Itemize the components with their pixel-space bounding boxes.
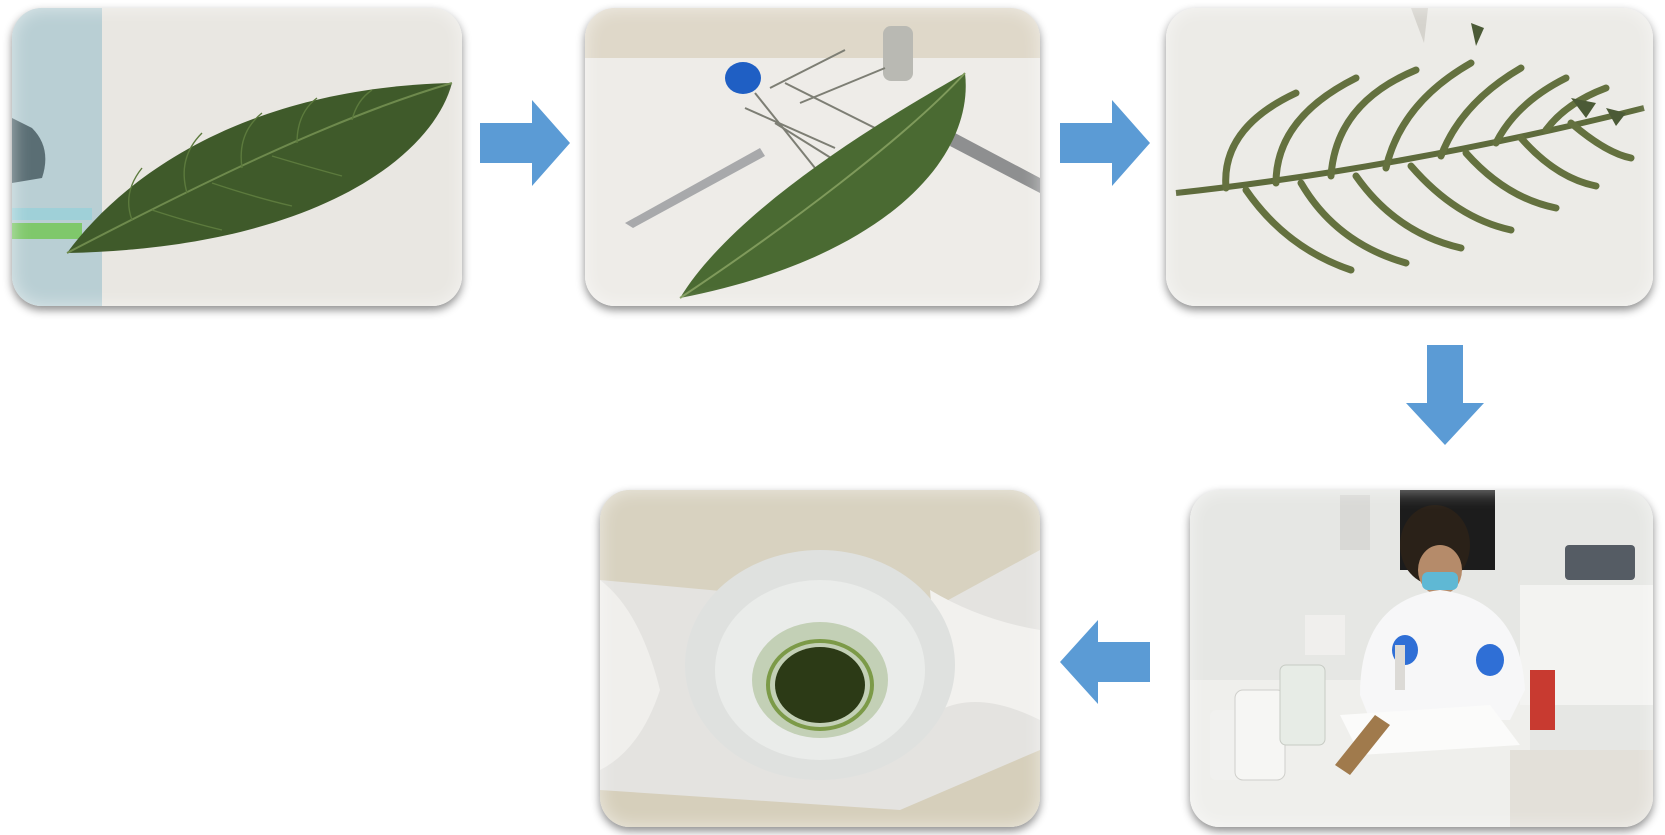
step-4-lab-work-photo bbox=[1190, 490, 1653, 827]
arrow-down bbox=[1406, 345, 1484, 445]
step-2-leaf-dissection-photo bbox=[585, 8, 1040, 306]
step-1-whole-leaf-photo bbox=[12, 8, 462, 306]
arrow-right-1 bbox=[480, 100, 570, 186]
step-5-green-pellet-photo bbox=[600, 490, 1040, 827]
step-3-leaf-veins-photo bbox=[1166, 8, 1653, 306]
arrow-right-2 bbox=[1060, 100, 1150, 186]
arrow-left bbox=[1060, 620, 1150, 704]
